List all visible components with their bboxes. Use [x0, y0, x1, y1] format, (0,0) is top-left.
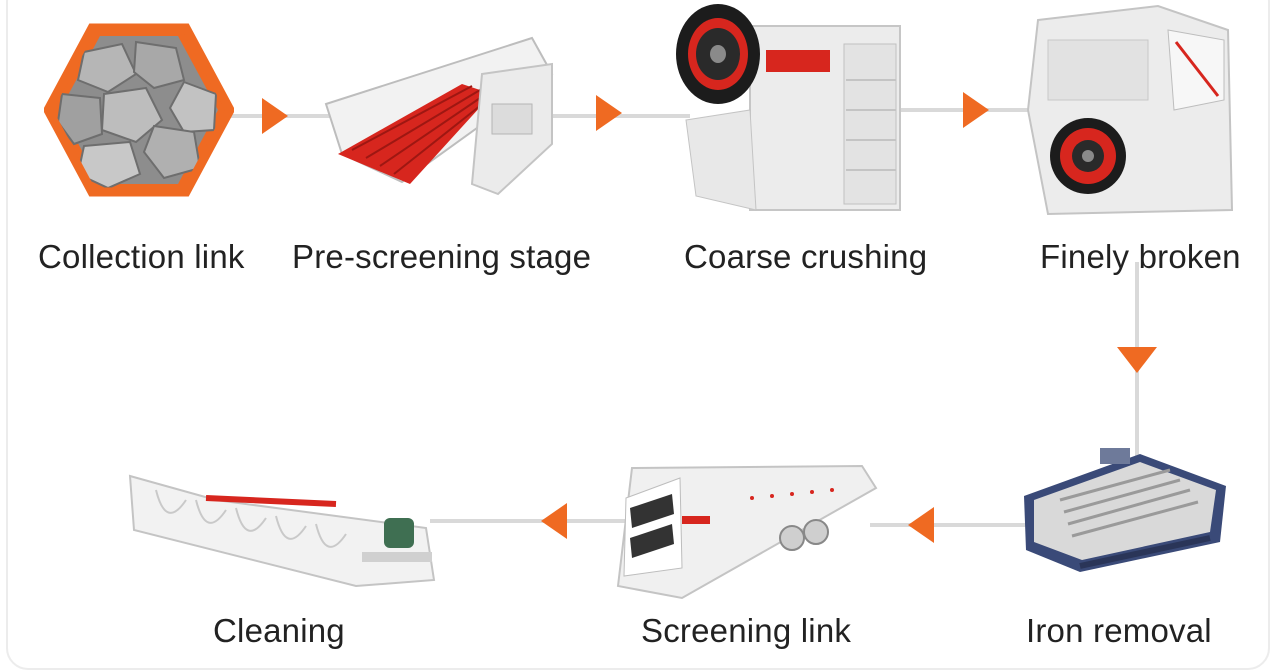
step-label-iron-removal: Iron removal: [1026, 612, 1212, 649]
magnetic-separator-icon: [1020, 446, 1228, 576]
flow-arrow-right-icon: [596, 95, 622, 131]
flow-arrow-right-icon: [262, 98, 288, 134]
flow-arrow-right-icon: [963, 92, 989, 128]
step-label-coarse-crushing: Coarse crushing: [684, 238, 928, 275]
step-label-cleaning: Cleaning: [213, 612, 345, 649]
step-label-pre-screening: Pre-screening stage: [292, 238, 592, 275]
stone-pile-icon: [44, 22, 234, 198]
step-label-screening-link: Screening link: [641, 612, 852, 649]
flow-arrow-left-icon: [908, 507, 934, 543]
connector-line: [430, 519, 630, 523]
step-label-collection: Collection link: [38, 238, 245, 275]
flow-arrow-left-icon: [541, 503, 567, 539]
vibrating-screen-icon: [612, 458, 878, 608]
jaw-crusher-icon: [666, 0, 910, 216]
spiral-washer-icon: [126, 470, 438, 588]
vibrating-feeder-icon: [322, 34, 558, 200]
impact-crusher-icon: [1018, 0, 1238, 216]
step-label-finely-broken: Finely broken: [1040, 238, 1241, 275]
flow-arrow-down-icon: [1117, 347, 1157, 373]
connector-line: [870, 523, 1030, 527]
